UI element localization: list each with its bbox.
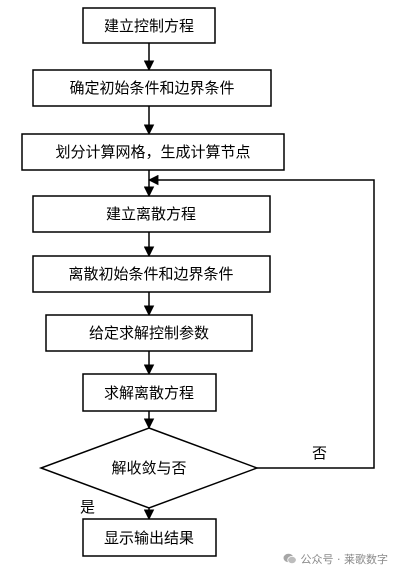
decision-label: 解收敛与否 xyxy=(111,459,186,477)
step-label: 确定初始条件和边界条件 xyxy=(69,79,234,97)
loop-back-arrow xyxy=(147,174,375,469)
step-label: 建立控制方程 xyxy=(104,17,194,35)
step-discrete-initial-boundary-conditions: 离散初始条件和边界条件 xyxy=(32,255,271,293)
step-label: 建立离散方程 xyxy=(106,205,196,223)
wechat-icon xyxy=(283,553,297,564)
step-label: 离散初始条件和边界条件 xyxy=(68,265,233,283)
step-generate-mesh: 划分计算网格，生成计算节点 xyxy=(21,133,285,171)
decision-convergence: 解收敛与否 xyxy=(38,427,260,509)
step-label: 求解离散方程 xyxy=(104,384,194,402)
watermark-text: 公众号 · 莱歌数字 xyxy=(300,553,389,566)
step-label: 显示输出结果 xyxy=(104,529,194,547)
step-solver-control-parameters: 给定求解控制参数 xyxy=(45,314,253,352)
step-initial-boundary-conditions: 确定初始条件和边界条件 xyxy=(32,69,272,107)
step-establish-discrete-equations: 建立离散方程 xyxy=(32,195,271,233)
step-display-results: 显示输出结果 xyxy=(82,518,217,557)
step-establish-control-equations: 建立控制方程 xyxy=(82,7,216,44)
watermark: 公众号 · 莱歌数字 xyxy=(283,551,389,567)
step-solve-discrete-equations: 求解离散方程 xyxy=(82,373,217,412)
step-label: 划分计算网格，生成计算节点 xyxy=(55,143,250,161)
step-label: 给定求解控制参数 xyxy=(89,324,209,342)
branch-yes-label: 是 xyxy=(80,498,95,516)
branch-no-label: 否 xyxy=(312,444,327,462)
